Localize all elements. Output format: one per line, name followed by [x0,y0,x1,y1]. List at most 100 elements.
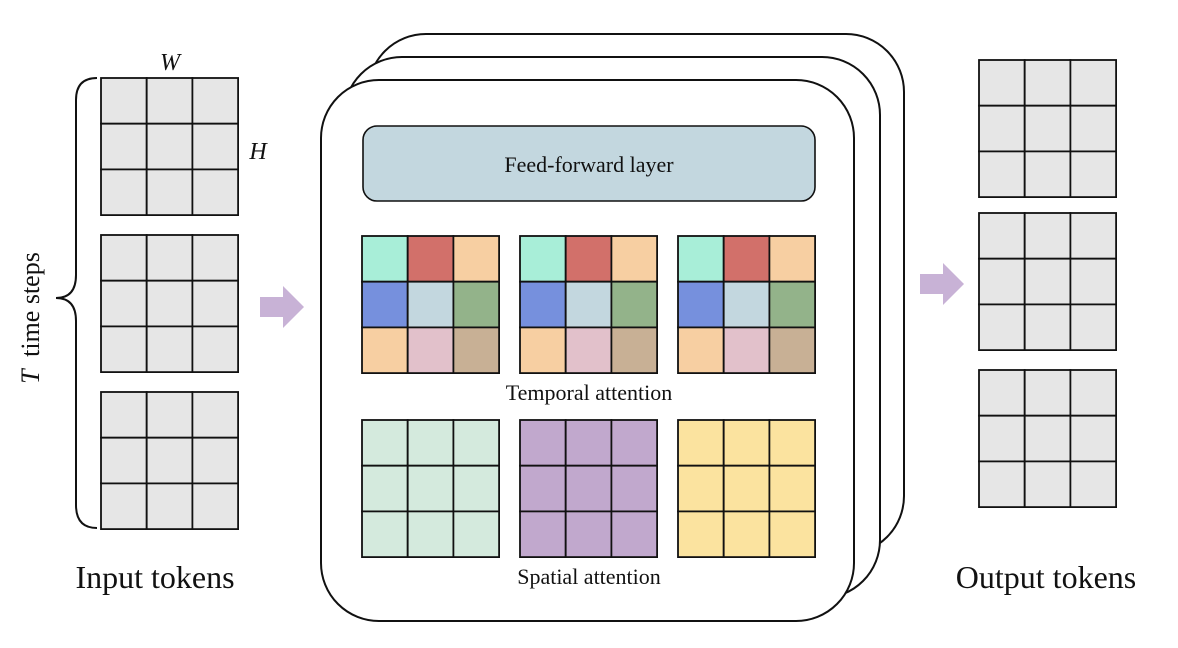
grid-cell [406,419,455,467]
grid-cell [452,464,500,513]
grid-cell [722,235,771,283]
grid-cell [677,326,725,374]
grid-cell [1023,212,1072,260]
output-token-grids [978,59,1118,508]
grid-cell [145,168,194,216]
input-token-grid [100,77,239,216]
feed-forward-label: Feed-forward layer [504,152,674,177]
grid-cell [677,510,725,558]
temporal-attention-label: Temporal attention [506,380,672,405]
grid-cell [978,104,1026,153]
grid-cell [452,326,500,374]
grid-cell [564,235,613,283]
grid-cell [361,419,409,467]
grid-cell [406,510,455,558]
grid-cell [519,326,567,374]
grid-cell [361,235,409,283]
time-suffix: time steps [16,252,45,357]
grid-cell [978,369,1026,417]
grid-cell [191,391,239,439]
grid-cell [191,122,239,171]
grid-cell [519,510,567,558]
grid-cell [145,279,194,328]
grid-cell [100,168,148,216]
grid-cell [610,326,659,374]
grid-cell [519,464,567,513]
grid-cell [677,280,725,329]
grid-cell [1023,460,1072,508]
grid-cell [145,482,194,530]
grid-cell [564,510,613,558]
grid-cell [406,235,455,283]
grid-cell [722,464,771,513]
input-token-grids [100,77,239,530]
grid-cell [1069,150,1118,198]
grid-cell [722,326,771,374]
grid-cell [100,234,148,282]
grid-cell [610,280,659,329]
grid-cell [1069,414,1118,463]
grid-cell [145,234,194,282]
grid-cell [361,510,409,558]
grid-cell [1069,369,1118,417]
output-token-grid [978,59,1118,198]
output-tokens-caption: Output tokens [956,559,1136,595]
grid-cell [978,59,1026,107]
time-steps-brace [55,77,98,529]
grid-cell [100,436,148,485]
grid-cell [361,326,409,374]
grid-cell [100,279,148,328]
spatial-attention-grid [677,419,817,558]
grid-cell [564,280,613,329]
grid-cell [1023,150,1072,198]
output-arrow [920,263,964,305]
temporal-attention-grids [361,235,817,374]
temporal-attention-grid [361,235,500,374]
time-steps-label: T time steps [16,252,45,384]
grid-cell [610,464,659,513]
grid-cell [978,460,1026,508]
grid-cell [978,303,1026,351]
grid-cell [100,482,148,530]
grid-cell [1069,59,1118,107]
grid-cell [722,510,771,558]
grid-cell [100,122,148,171]
grid-cell [978,257,1026,306]
grid-cell [564,464,613,513]
grid-cell [564,326,613,374]
grid-cell [1023,369,1072,417]
input-token-grid [100,234,239,373]
input-token-grid [100,391,239,530]
grid-cell [1069,303,1118,351]
grid-cell [1023,104,1072,153]
output-token-grid [978,369,1118,508]
grid-cell [1069,460,1118,508]
grid-cell [145,77,194,125]
spatial-attention-grid [361,419,500,558]
grid-cell [768,419,817,467]
grid-cell [145,436,194,485]
grid-cell [564,419,613,467]
grid-cell [1069,104,1118,153]
grid-cell [1023,414,1072,463]
grid-cell [406,326,455,374]
grid-cell [145,122,194,171]
grid-cell [1023,303,1072,351]
grid-cell [100,77,148,125]
grid-cell [610,235,659,283]
grid-cell [677,235,725,283]
grid-cell [100,325,148,373]
grid-cell [191,436,239,485]
grid-cell [452,280,500,329]
grid-cell [519,419,567,467]
grid-cell [768,280,817,329]
grid-cell [677,419,725,467]
input-tokens-caption: Input tokens [75,559,234,595]
output-token-grid [978,212,1118,351]
grid-cell [978,212,1026,260]
grid-cell [452,419,500,467]
temporal-attention-grid [519,235,659,374]
height-label: H [248,139,268,165]
grid-cell [610,510,659,558]
